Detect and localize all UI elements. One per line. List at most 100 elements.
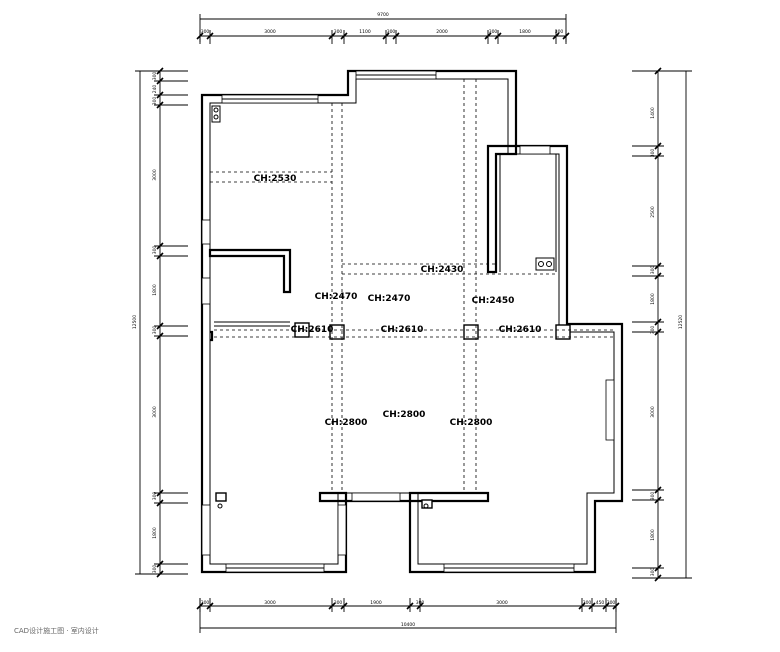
- windows: [201, 70, 615, 573]
- bottom-total-dim: 10400: [401, 622, 415, 628]
- dimension-slash: [196, 602, 204, 610]
- dimension-slash: [654, 486, 662, 494]
- dimension-text: 9700 300 3000 300 1100 300 2000 300 1800…: [132, 12, 684, 628]
- right-dim: 300: [650, 326, 656, 335]
- dimension-slash: [654, 574, 662, 582]
- right-dim: 300: [650, 492, 656, 501]
- dimension-slash: [612, 602, 620, 610]
- top-dim: 300: [489, 29, 498, 35]
- top-dim: 300: [201, 29, 210, 35]
- bottom-dim: 3000: [264, 600, 276, 606]
- bottom-dim: 300: [607, 600, 616, 606]
- dimension-slash: [328, 32, 336, 40]
- watermark-text: CAD设计施工图 · 室内设计: [14, 626, 99, 635]
- dimension-slash: [156, 77, 164, 85]
- structural-columns: [294, 322, 571, 340]
- left-dim: 240: [152, 85, 158, 94]
- dimension-slash: [156, 499, 164, 507]
- left-total-dim: 12500: [132, 315, 138, 329]
- dimension-slash: [392, 32, 400, 40]
- bottom-dim: 450: [596, 600, 605, 606]
- dimension-slash: [156, 252, 164, 260]
- top-dim: 1800: [519, 29, 531, 35]
- bottom-dim: 300: [416, 600, 425, 606]
- dimension-slash: [156, 67, 164, 75]
- dimension-slash: [654, 152, 662, 160]
- top-dim: 2000: [436, 29, 448, 35]
- interior-walls: [208, 144, 557, 509]
- bottom-dim: 3000: [496, 600, 508, 606]
- left-dim: 300: [152, 246, 158, 255]
- dimension-slash: [416, 602, 424, 610]
- ceiling-label: CH:2610: [499, 325, 542, 335]
- dimension-slash: [382, 32, 390, 40]
- right-dim: 3000: [650, 406, 656, 418]
- bottom-dim: 300: [583, 600, 592, 606]
- dimension-slash: [206, 602, 214, 610]
- ceiling-label: CH:2800: [450, 418, 493, 428]
- dimension-slash: [552, 32, 560, 40]
- ceiling-label: CH:2610: [291, 325, 334, 335]
- left-dim: 3000: [152, 169, 158, 181]
- dimension-slash: [654, 318, 662, 326]
- dimension-slash: [340, 32, 348, 40]
- dimension-slash: [196, 32, 204, 40]
- dimension-slash: [406, 602, 414, 610]
- ceiling-label: CH:2470: [368, 294, 411, 304]
- dimension-slash: [340, 602, 348, 610]
- ceiling-label: CH:2800: [325, 418, 368, 428]
- dimension-slash: [578, 602, 586, 610]
- dimension-slash: [206, 32, 214, 40]
- top-dim: 1100: [359, 29, 371, 35]
- dimension-slash: [156, 489, 164, 497]
- left-dim: 3000: [152, 406, 158, 418]
- left-dim: 300: [152, 97, 158, 106]
- left-dim: 1800: [152, 284, 158, 296]
- dimension-slash: [654, 67, 662, 75]
- left-dim: 300: [152, 492, 158, 501]
- dimension-slash: [562, 32, 570, 40]
- dimension-slash: [156, 242, 164, 250]
- right-dim: 2500: [650, 206, 656, 218]
- top-total-dim: 9700: [377, 12, 389, 18]
- ceiling-label: CH:2450: [472, 296, 515, 306]
- dimension-slash: [654, 564, 662, 572]
- dimension-slash: [654, 328, 662, 336]
- fixtures: [211, 105, 555, 509]
- right-dim: 1400: [650, 107, 656, 119]
- top-dim: 300: [387, 29, 396, 35]
- bottom-dim: 300: [201, 600, 210, 606]
- dimension-slash: [494, 32, 502, 40]
- left-dim: 300: [152, 326, 158, 335]
- ceiling-label: CH:2530: [254, 174, 297, 184]
- dimension-slash: [156, 560, 164, 568]
- left-dim: 300: [152, 72, 158, 81]
- dimension-lines: [135, 14, 692, 633]
- right-total-dim: 12520: [678, 315, 684, 329]
- dimension-slash: [654, 142, 662, 150]
- bottom-dim: 1900: [370, 600, 382, 606]
- dimension-slash: [156, 101, 164, 109]
- left-dim: 1800: [152, 527, 158, 539]
- ceiling-height-labels: CH:2530 CH:2470 CH:2470 CH:2430 CH:2450 …: [254, 174, 542, 428]
- ceiling-label: CH:2470: [315, 292, 358, 302]
- dimension-slash: [588, 602, 596, 610]
- right-dim: 1800: [650, 529, 656, 541]
- dimension-slash: [156, 570, 164, 578]
- ceiling-label: CH:2610: [381, 325, 424, 335]
- dimension-slash: [156, 91, 164, 99]
- dimension-slash: [328, 602, 336, 610]
- top-dim: 3000: [264, 29, 276, 35]
- right-dim: 300: [650, 149, 656, 158]
- ceiling-label: CH:2430: [421, 265, 464, 275]
- dimension-slash: [156, 322, 164, 330]
- dimension-slash: [654, 272, 662, 280]
- dimension-slash: [484, 32, 492, 40]
- left-dim: 300: [152, 565, 158, 574]
- dimension-slash: [156, 332, 164, 340]
- dimension-slash: [654, 496, 662, 504]
- ceiling-label: CH:2800: [383, 410, 426, 420]
- right-dim: 300: [650, 568, 656, 577]
- ceiling-lines: [210, 79, 614, 493]
